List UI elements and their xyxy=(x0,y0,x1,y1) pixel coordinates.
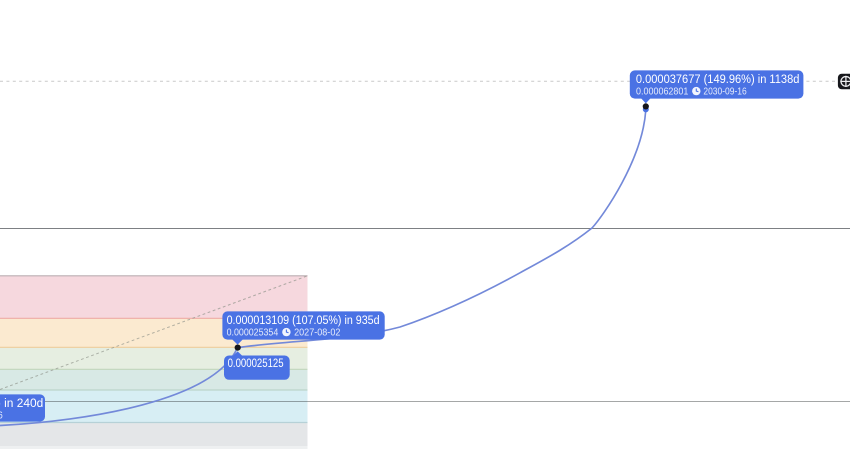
svg-text:2025-09-06: 2025-09-06 xyxy=(0,411,3,422)
svg-text:0.000013109 (107.05%) in 935d: 0.000013109 (107.05%) in 935d xyxy=(227,313,380,327)
svg-text:0.000025354: 0.000025354 xyxy=(227,327,279,338)
svg-text:2030-09-16: 2030-09-16 xyxy=(703,86,747,97)
svg-text:2027-08-02: 2027-08-02 xyxy=(294,327,341,338)
svg-text:0.000062801: 0.000062801 xyxy=(636,86,689,97)
svg-text:0.000010842 (2.04%) in 240d: 0.000010842 (2.04%) in 240d xyxy=(0,396,43,410)
svg-text:0.000037677 (149.96%) in 1138d: 0.000037677 (149.96%) in 1138d xyxy=(636,72,800,86)
svg-text:0.000025125: 0.000025125 xyxy=(228,356,284,370)
